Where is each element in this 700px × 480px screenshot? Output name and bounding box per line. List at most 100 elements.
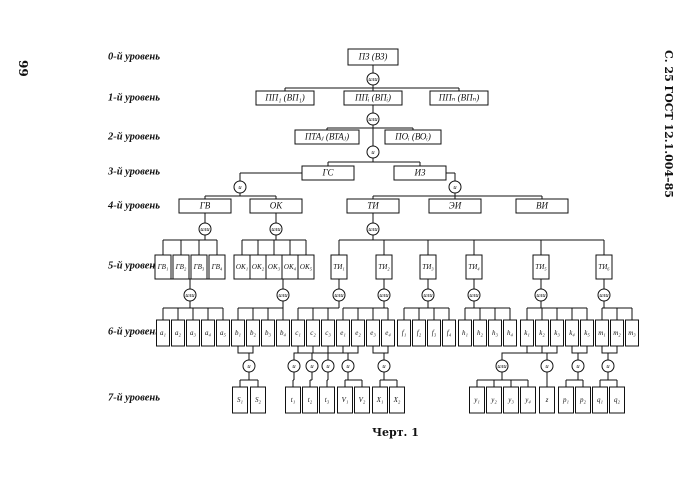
gate-or	[366, 72, 380, 86]
node-l5-gv-1: ГВ₂	[175, 263, 187, 271]
node-l5-gv-3-box	[208, 254, 226, 280]
node-l1-2: ППₙ (ВПₙ)	[438, 93, 480, 103]
node-l7-2-box	[285, 386, 301, 414]
node-l6-10: c₂	[310, 329, 316, 337]
node-l6-26-box	[550, 319, 564, 347]
node-l4-3: ЭИ	[449, 201, 462, 211]
gate-and-label: и	[576, 363, 580, 370]
gate-or-label: или	[497, 363, 507, 370]
node-l6-23: h₄	[507, 329, 514, 337]
gate-and-label: и	[382, 363, 386, 370]
node-l6-21-box	[473, 319, 487, 347]
level-label-6: 6-й уровень	[108, 326, 160, 337]
gate-or-label: или	[200, 226, 210, 233]
node-l6-1-box	[171, 319, 185, 347]
gate-or-label: или	[379, 292, 389, 299]
node-l5-ti-5: ТИ₆	[598, 263, 610, 271]
gate-or-label: или	[368, 76, 378, 83]
node-l6-14: e₃	[370, 329, 376, 337]
node-l7-1-box	[250, 386, 266, 414]
gate-or-label: или	[469, 292, 479, 299]
gate-and	[448, 180, 462, 194]
gate-and-label: и	[292, 363, 296, 370]
gate-or	[377, 288, 391, 302]
gate-and-label: и	[606, 363, 610, 370]
gate-or	[269, 222, 283, 236]
node-l6-14-box	[366, 319, 380, 347]
node-l6-20: h₁	[462, 329, 468, 337]
node-l7-4: t₃	[325, 396, 330, 404]
node-l7-9: y₁	[473, 396, 480, 404]
node-l5-gv-3: ГВ₄	[211, 263, 223, 271]
level-label-5: 5-й уровень	[108, 260, 160, 271]
gate-or	[495, 359, 509, 373]
node-l5-ok-3: ОК₄	[284, 263, 297, 271]
node-l6-7-box	[261, 319, 275, 347]
node-l5-ti-2-box	[419, 254, 437, 280]
level-label-1: 1-й уровень	[108, 92, 160, 103]
node-l7-6: V₂	[359, 396, 366, 404]
gate-or-label: или	[368, 116, 378, 123]
node-l6-5: b₁	[235, 329, 241, 337]
node-l2-1-box	[384, 129, 442, 145]
gate-and-label: и	[310, 363, 314, 370]
node-l6-11: c₃	[325, 329, 331, 337]
node-l6-22: h₃	[492, 329, 499, 337]
node-l6-18-box	[427, 319, 441, 347]
node-l6-25-box	[535, 319, 549, 347]
node-l7-17: q₂	[614, 396, 621, 404]
node-l6-29: m₁	[598, 329, 606, 337]
gate-and	[242, 359, 256, 373]
node-l5-ti-4-box	[532, 254, 550, 280]
node-l4-4: ВИ	[536, 201, 548, 211]
node-l5-ti-0: ТИ₁	[333, 263, 344, 271]
node-l6-29-box	[595, 319, 609, 347]
gate-and-label: и	[326, 363, 330, 370]
node-l6-6: b₂	[250, 329, 257, 337]
node-l6-30: m₂	[613, 329, 621, 337]
node-l6-9-box	[291, 319, 305, 347]
node-l5-ti-3-box	[465, 254, 483, 280]
node-l5-gv-0: ГВ₁	[157, 263, 169, 271]
node-l1-0-box	[255, 90, 315, 106]
node-l6-12-box	[336, 319, 350, 347]
node-l7-12-box	[520, 386, 536, 414]
node-l6-17: f₂	[417, 329, 422, 337]
node-l6-8: b₄	[280, 329, 287, 337]
gate-and-label: и	[247, 363, 251, 370]
node-l4-1-box	[249, 198, 303, 214]
node-l2-0-box	[294, 129, 360, 145]
node-l7-2: t₁	[291, 396, 295, 404]
node-l6-27: k₄	[569, 329, 575, 337]
node-l4-0-box	[178, 198, 232, 214]
node-l6-12: e₁	[340, 329, 346, 337]
figure-caption: Черт. 1	[372, 426, 419, 439]
level-label-2: 2-й уровень	[107, 131, 160, 142]
node-l1-0: ПП₁ (ВП₁)	[264, 93, 305, 103]
node-l5-gv-2-box	[190, 254, 208, 280]
node-l6-1: a₂	[175, 329, 182, 337]
gate-and	[377, 359, 391, 373]
node-l6-16-box	[397, 319, 411, 347]
gate-or-label: или	[185, 292, 195, 299]
node-l7-1: S₂	[255, 396, 262, 404]
gate-and	[287, 359, 301, 373]
node-l6-13: e₂	[355, 329, 361, 337]
node-l6-25: k₂	[539, 329, 545, 337]
node-l6-10-box	[306, 319, 320, 347]
node-l6-9: c₁	[295, 329, 301, 337]
gate-or-label: или	[334, 292, 344, 299]
gate-and	[341, 359, 355, 373]
node-l6-16: f₁	[402, 329, 406, 337]
node-l6-17-box	[412, 319, 426, 347]
node-l7-13-box	[539, 386, 555, 414]
gate-or-label: или	[536, 292, 546, 299]
node-l4-2-box	[346, 198, 400, 214]
node-l4-1: ОК	[270, 201, 283, 211]
node-l6-22-box	[488, 319, 502, 347]
node-l5-ti-1-box	[375, 254, 393, 280]
node-l6-3-box	[201, 319, 215, 347]
node-l7-15: p₂	[579, 396, 587, 404]
gate-and	[233, 180, 247, 194]
